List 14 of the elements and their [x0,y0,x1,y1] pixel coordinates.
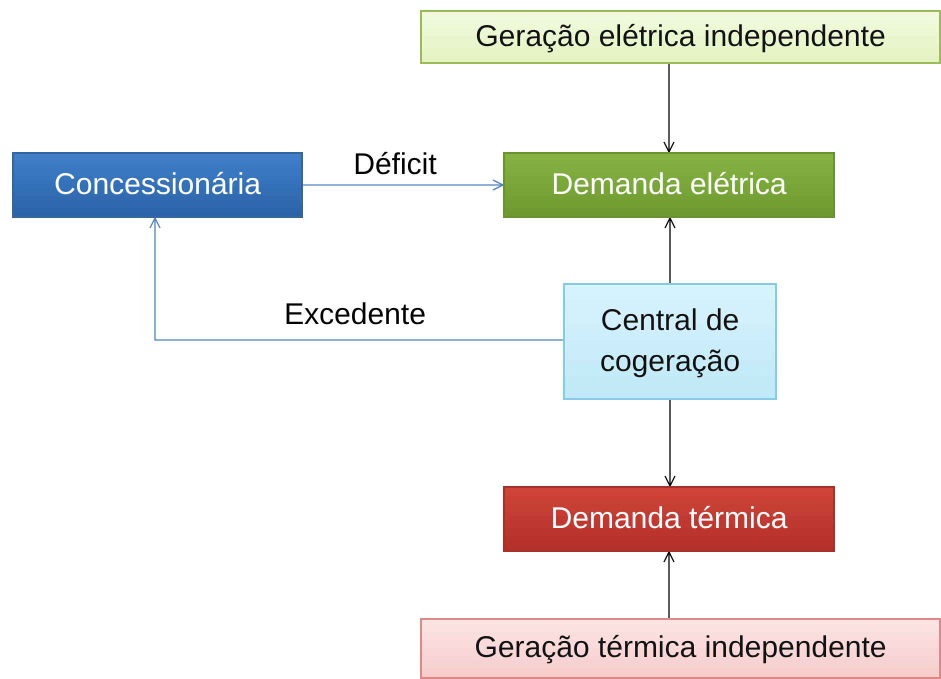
arrow [663,64,675,153]
supplier-box: Concessionária [12,152,303,218]
edge-label: Excedente [284,298,426,332]
demand-box: Demanda elétrica [503,152,835,218]
demand-box: Demanda térmica [503,486,835,552]
arrow [303,179,504,191]
arrow [149,217,563,341]
source-box: Geração elétrica independente [420,10,941,64]
edge-label: Déficit [353,148,437,182]
arrow [664,217,676,283]
arrow [664,400,676,487]
arrow [663,551,675,618]
source-box: Geração térmica independente [420,618,941,679]
plant-box: Central de cogeração [563,283,777,400]
